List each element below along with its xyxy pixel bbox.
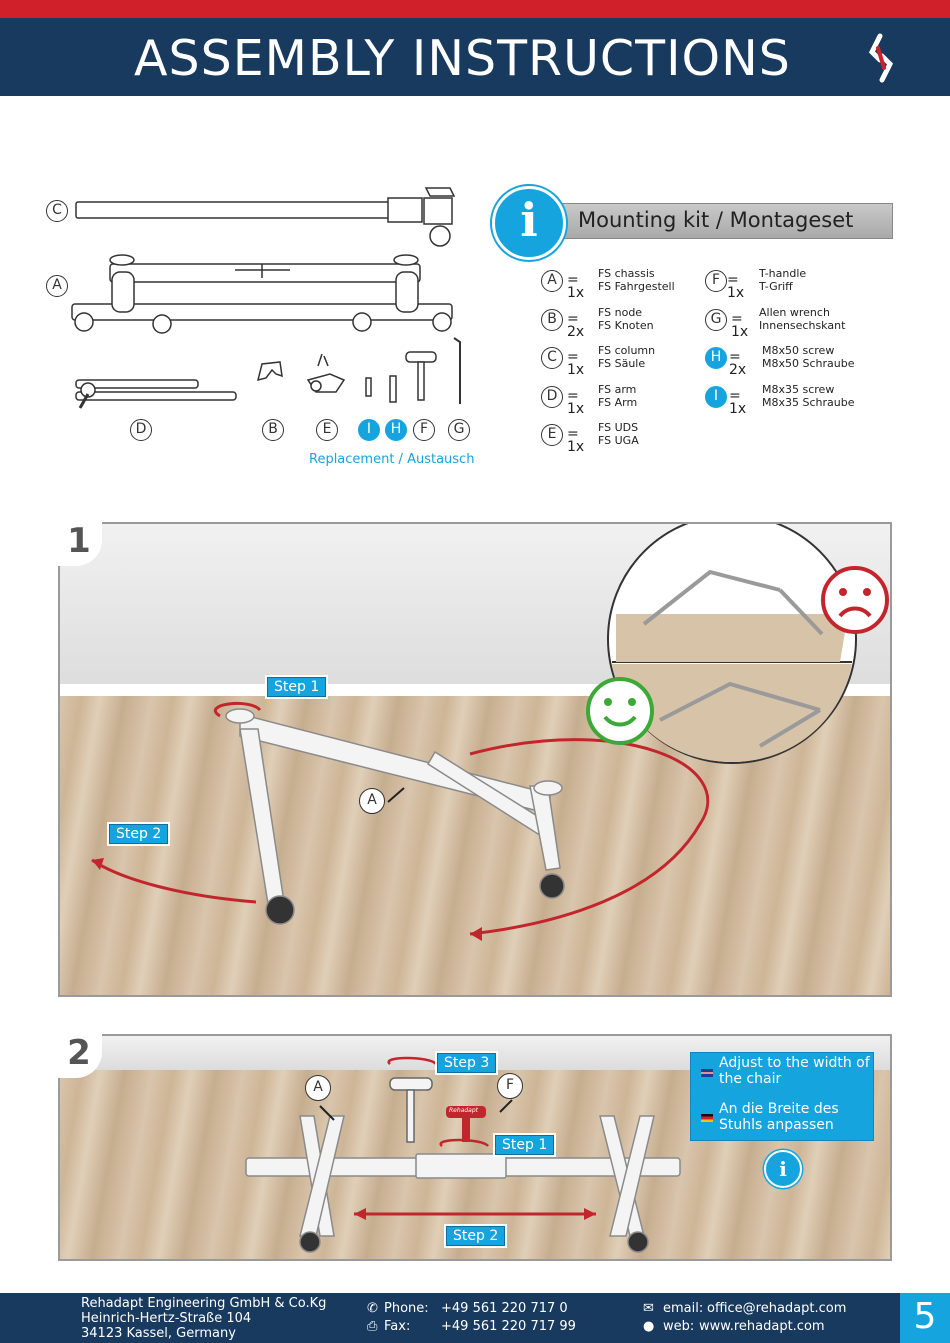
info-icon: i [764,1150,802,1188]
mounting-kit-title: Mounting kit / Montageset [578,208,854,232]
step1-part-a-label: A [359,788,385,814]
step2-illustration [245,1056,681,1253]
footer-company: Rehadapt Engineering GmbH & Co.Kg [81,1296,327,1311]
german-flag-icon [701,1114,713,1122]
part-label-h: H [385,419,407,441]
step2-step1-label: Step 1 [495,1135,555,1155]
happy-face-icon [588,679,652,743]
header-bar: ASSEMBLY INSTRUCTIONS [0,18,950,96]
footer-phone[interactable]: +49 561 220 717 0 [441,1301,568,1316]
step1-panel [58,522,892,997]
part-label-f: F [413,419,435,441]
step2-number: 2 [56,1032,102,1078]
email-icon: ✉ [643,1301,654,1316]
footer-web-label: web: [663,1319,695,1334]
footer-phone-label: Phone: [384,1301,429,1316]
part-i-h-screws [365,375,397,403]
fax-icon: ⎙ [367,1319,378,1334]
step2-step3-label: Step 3 [437,1053,497,1073]
part-g-allen-wrench [453,337,461,404]
replacement-note: Replacement / Austausch [309,452,475,467]
step1-chassis-drawing [225,708,565,925]
footer-fax-label: Fax: [384,1319,411,1334]
note-german: An die Breite des Stuhls anpassen [719,1101,839,1133]
footer-fax: +49 561 220 717 99 [441,1319,576,1334]
step1-step2-label: Step 2 [109,824,169,844]
footer: Rehadapt Engineering GmbH & Co.Kg Heinri… [0,1293,950,1343]
step2-red-handle-drawing [446,1106,486,1142]
sad-face-icon [823,568,887,632]
step1-number: 1 [56,520,102,566]
width-adjust-note: Adjust to the width of the chair An die … [690,1052,874,1141]
step2-handle-brand: Rehadapt [449,1107,478,1114]
part-label-c: C [46,200,68,222]
info-icon: i [492,186,566,260]
footer-web[interactable]: www.rehadapt.com [699,1319,825,1334]
footer-city: 34123 Kassel, Germany [81,1326,236,1341]
step2-t-handle-drawing [389,1077,433,1143]
step2-part-a-label: A [305,1075,331,1101]
rehadapt-chain-logo-icon [868,33,894,83]
note-english: Adjust to the width of the chair [719,1055,870,1087]
page-title: ASSEMBLY INSTRUCTIONS [134,30,791,87]
step2-step2-label: Step 2 [446,1226,506,1246]
globe-icon: ● [643,1319,655,1334]
part-d-arm [75,379,237,409]
top-red-bar [0,0,950,18]
step2-chassis-drawing [245,1115,681,1253]
part-label-d: D [130,419,152,441]
step1-step1-label: Step 1 [267,677,327,697]
part-label-i: I [358,419,380,441]
part-label-b: B [262,419,284,441]
phone-icon: ✆ [367,1301,378,1316]
part-e-uds [306,353,346,393]
part-label-g: G [448,419,470,441]
footer-email-label: email: [663,1301,704,1316]
footer-email[interactable]: office@rehadapt.com [707,1301,847,1316]
part-b-node [256,361,283,382]
part-f-t-handle [405,351,437,401]
parts-illustration [71,187,461,409]
footer-street: Heinrich-Hertz-Straße 104 [81,1311,252,1326]
mounting-kit-banner: Mounting kit / Montageset [545,203,893,239]
part-c-column [75,187,456,247]
part-label-e: E [316,419,338,441]
part-label-a: A [46,275,68,297]
page-number: 5 [900,1293,950,1343]
uk-flag-icon [701,1069,713,1077]
step2-part-f-label: F [497,1073,523,1099]
step1-illustration [60,524,890,941]
part-a-chassis [71,254,453,334]
